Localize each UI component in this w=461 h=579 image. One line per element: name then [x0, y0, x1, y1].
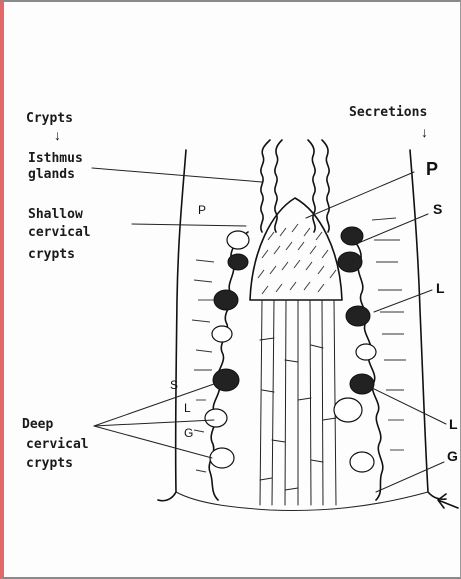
left-crypt-4 [213, 369, 239, 391]
left-crypt-shallow [227, 231, 249, 249]
left-crypt-6 [210, 448, 234, 468]
leader-shallow [132, 224, 246, 226]
arrow-crypts-icon: ↓ [54, 127, 61, 143]
label-deep-3: crypts [26, 456, 73, 471]
label-left-S: S [170, 378, 178, 392]
left-crypt-5 [205, 409, 227, 427]
right-crypt-2 [346, 306, 370, 326]
leader-right-L-upper [374, 290, 432, 312]
label-left-P: P [198, 203, 206, 217]
isthmus-gland-right-b [322, 140, 329, 232]
arrow-secretions-icon: ↓ [421, 124, 428, 140]
label-left-G: G [184, 426, 193, 440]
leader-isthmus [92, 168, 262, 182]
right-crypt-5 [334, 398, 362, 422]
leader-right-P [306, 172, 414, 218]
left-crypt-1 [228, 254, 248, 270]
mucus-hatching [258, 224, 336, 294]
label-deep-1: Deep [22, 417, 53, 432]
label-right-S: S [433, 201, 442, 217]
label-right-G: G [447, 448, 458, 464]
label-shallow-1: Shallow [28, 207, 83, 222]
label-isthmus-2: glands [28, 167, 75, 182]
label-secretions: Secretions [349, 105, 427, 120]
label-shallow-3: crypts [28, 247, 75, 262]
right-crypt-4 [350, 374, 374, 394]
right-crypt-6 [350, 452, 374, 472]
left-crypt-3 [212, 326, 232, 342]
right-crypt-1 [338, 252, 362, 272]
label-isthmus-1: Isthmus [28, 151, 83, 166]
isthmus-gland-left-b [275, 140, 282, 232]
label-right-L-upper: L [436, 280, 445, 296]
leader-deep-2 [94, 420, 214, 426]
left-crypt-2 [214, 290, 238, 310]
isthmus-gland-right [308, 140, 315, 232]
label-crypts: Crypts [26, 111, 73, 126]
opening-arrow-icon [438, 494, 458, 508]
label-deep-2: cervical [26, 437, 89, 452]
label-shallow-2: cervical [28, 225, 91, 240]
central-canal [260, 300, 336, 505]
leader-right-G [376, 462, 444, 492]
isthmus-gland-left [261, 140, 270, 232]
leader-deep-3 [94, 426, 212, 458]
label-left-L: L [184, 401, 191, 415]
label-right-P: P [426, 159, 438, 179]
left-outer-wall [158, 150, 186, 501]
label-right-L-lower: L [449, 416, 458, 432]
right-crypt-3 [356, 344, 376, 360]
leader-deep-1 [94, 384, 214, 426]
